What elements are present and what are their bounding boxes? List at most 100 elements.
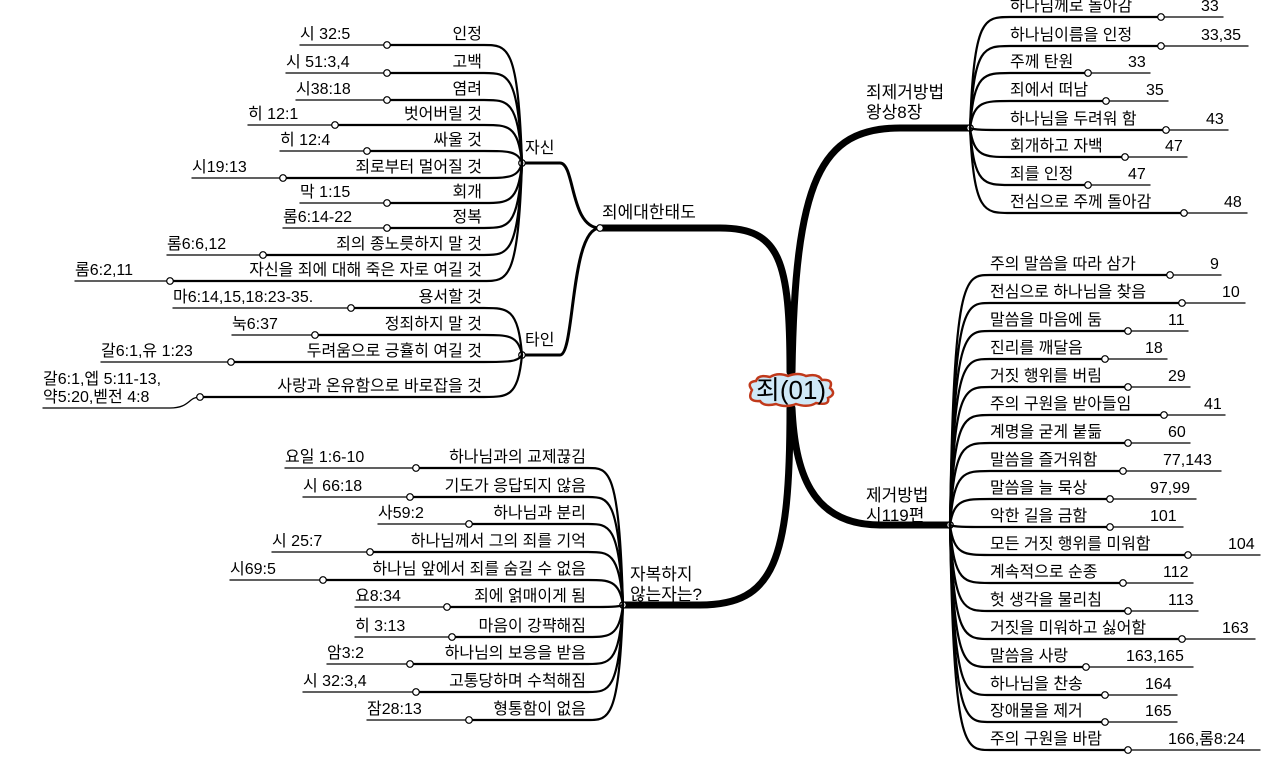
topic-label[interactable]: 회개하고 자백 [1010,138,1103,155]
scripture-reference[interactable]: 눅6:37 [232,316,278,333]
verse-reference[interactable]: 48 [1224,194,1242,211]
verse-reference[interactable]: 60 [1168,424,1186,441]
topic-label[interactable]: 진리를 깨달음 [990,340,1083,357]
scripture-reference[interactable]: 마6:14,15,18:23-35. [173,289,314,306]
verse-reference[interactable]: 112 [1163,564,1189,581]
scripture-reference[interactable]: 사59:2 [378,505,424,522]
verse-reference[interactable]: 47 [1165,138,1183,155]
scripture-reference[interactable]: 롬6:6,12 [167,236,227,253]
verse-reference[interactable]: 29 [1168,368,1186,385]
scripture-reference[interactable]: 잠28:13 [367,701,422,718]
topic-label[interactable]: 싸울 것 [433,132,482,149]
verse-reference[interactable]: 43 [1206,111,1224,128]
topic-label[interactable]: 하나님 앞에서 죄를 숨길 수 없음 [372,561,586,578]
topic-label[interactable]: 말씀을 즐거워함 [990,452,1098,469]
scripture-reference[interactable]: 히 12:4 [280,132,331,149]
scripture-reference[interactable]: 갈6:1,유 1:23 [101,343,193,360]
scripture-reference[interactable]: 시 32:3,4 [303,673,367,690]
topic-label[interactable]: 회개 [452,184,482,201]
topic-label[interactable]: 말씀을 사랑 [990,648,1069,665]
scripture-reference[interactable]: 요일 1:6-10 [285,449,365,466]
topic-label[interactable]: 거짓 행위를 버림 [990,368,1102,385]
verse-reference[interactable]: 35 [1146,82,1164,99]
scripture-reference[interactable]: 암3:2 [327,645,364,662]
topic-label[interactable]: 죄에 얽매이게 됨 [474,588,586,605]
topic-label[interactable]: 염려 [452,81,482,98]
topic-label[interactable]: 인정 [452,26,482,43]
verse-reference[interactable]: 113 [1168,592,1194,609]
scripture-reference[interactable]: 시 51:3,4 [286,54,350,71]
topic-label[interactable]: 하나님께서 그의 죄를 기억 [410,533,586,550]
scripture-reference[interactable]: 시 66:18 [303,478,363,495]
verse-reference[interactable]: 18 [1145,340,1163,357]
topic-label[interactable]: 사랑과 온유함으로 바로잡을 것 [277,378,482,395]
scripture-reference[interactable]: 시38:18 [296,81,351,98]
scripture-reference[interactable]: 시69:5 [230,561,276,578]
central-topic[interactable]: 죄(01) [744,372,838,408]
topic-label[interactable]: 계속적으로 순종 [990,564,1098,581]
topic-label[interactable]: 두려움으로 긍휼히 여길 것 [306,343,482,360]
topic-label[interactable]: 기도가 응답되지 않음 [444,478,586,495]
verse-reference[interactable]: 97,99 [1150,480,1191,497]
verse-reference[interactable]: 165 [1145,703,1172,720]
verse-reference[interactable]: 41 [1204,396,1222,413]
topic-label[interactable]: 장애물을 제거 [990,703,1083,720]
group-title-others[interactable]: 타인 [525,332,555,349]
verse-reference[interactable]: 11 [1168,312,1185,329]
scripture-reference[interactable]: 시19:13 [192,159,247,176]
topic-label[interactable]: 하나님을 두려워 함 [1010,111,1137,128]
topic-label[interactable]: 전심으로 주께 돌아감 [1010,194,1152,211]
verse-reference[interactable]: 163,165 [1126,648,1184,665]
topic-label[interactable]: 주의 말씀을 따라 삼가 [990,256,1136,273]
branch-title-attitude[interactable]: 죄에대한태도 [602,203,696,222]
verse-reference[interactable]: 77,143 [1163,452,1212,469]
topic-label[interactable]: 자신을 죄에 대해 죽은 자로 여길 것 [249,262,482,279]
topic-label[interactable]: 죄의 종노릇하지 말 것 [336,236,482,253]
topic-label[interactable]: 주께 탄원 [1010,54,1074,71]
topic-label[interactable]: 정죄하지 말 것 [384,316,482,333]
verse-reference[interactable]: 164 [1145,676,1172,693]
topic-label[interactable]: 주의 구원을 바람 [990,731,1102,748]
topic-label[interactable]: 죄를 인정 [1010,166,1074,183]
scripture-reference[interactable]: 히 12:1 [248,106,299,123]
topic-label[interactable]: 하나님의 보응을 받음 [444,645,586,662]
topic-label[interactable]: 거짓을 미워하고 싫어함 [990,620,1147,637]
verse-reference[interactable]: 10 [1222,284,1240,301]
scripture-reference[interactable]: 롬6:2,11 [75,262,134,279]
topic-label[interactable]: 하나님을 찬송 [990,676,1083,693]
topic-label[interactable]: 벗어버릴 것 [403,106,482,123]
topic-label[interactable]: 하나님께로 돌아감 [1010,0,1133,15]
verse-reference[interactable]: 101 [1150,508,1177,525]
topic-label[interactable]: 마음이 강퍅해짐 [478,618,587,635]
topic-label[interactable]: 고백 [452,54,482,71]
group-title-self[interactable]: 자신 [525,140,555,157]
topic-label[interactable]: 주의 구원을 받아들임 [990,396,1132,413]
verse-reference[interactable]: 33 [1201,0,1219,15]
scripture-reference[interactable]: 시 32:5 [300,26,351,43]
verse-reference[interactable]: 163 [1222,620,1249,637]
topic-label[interactable]: 모든 거짓 행위를 미워함 [990,536,1151,553]
topic-label[interactable]: 죄에서 떠남 [1010,82,1089,99]
verse-reference[interactable]: 33,35 [1201,27,1242,44]
topic-label[interactable]: 고통당하며 수척해짐 [449,673,586,690]
topic-label[interactable]: 말씀을 늘 묵상 [990,480,1088,497]
verse-reference[interactable]: 166,롬8:24 [1168,731,1246,748]
verse-reference[interactable]: 104 [1228,536,1255,553]
scripture-reference[interactable]: 롬6:14-22 [283,209,352,226]
topic-label[interactable]: 말씀을 마음에 둠 [990,312,1102,329]
verse-reference[interactable]: 33 [1128,54,1146,71]
scripture-reference[interactable]: 히 3:13 [355,618,406,635]
verse-reference[interactable]: 9 [1210,256,1219,273]
topic-label[interactable]: 형통함이 없음 [493,701,586,718]
topic-label[interactable]: 전심으로 하나님을 찾음 [990,284,1147,301]
topic-label[interactable]: 하나님과의 교제끊김 [449,449,586,466]
scripture-reference[interactable]: 시 25:7 [272,533,323,550]
topic-label[interactable]: 헛 생각을 물리침 [990,592,1102,609]
topic-label[interactable]: 악한 길을 금함 [990,508,1088,525]
scripture-reference[interactable]: 갈6:1,엡 5:11-13,약5:20,벧전 4:8 [43,371,162,406]
scripture-reference[interactable]: 막 1:15 [300,184,351,201]
topic-label[interactable]: 용서할 것 [418,289,482,306]
